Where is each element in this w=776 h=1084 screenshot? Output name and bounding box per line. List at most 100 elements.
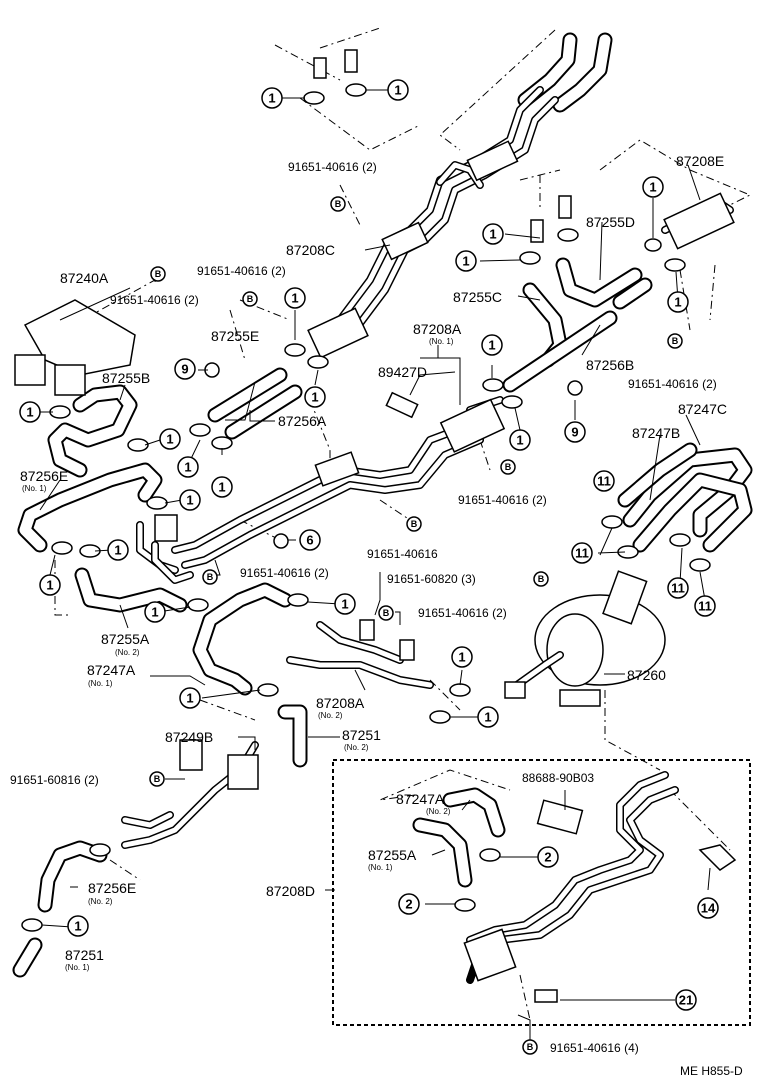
callout-6: 6 <box>299 529 321 551</box>
callout-1: 1 <box>179 489 201 511</box>
pump-connector <box>504 681 526 699</box>
label-87208A-no2-sub: (No. 2) <box>318 711 343 720</box>
bolt-b: B <box>150 266 166 282</box>
svg-text:2: 2 <box>405 897 412 912</box>
callout-1: 1 <box>19 401 41 423</box>
callout-1: 1 <box>211 476 233 498</box>
svg-text:21: 21 <box>679 993 693 1008</box>
valve-block <box>439 398 506 453</box>
label-87255B: 87255B <box>102 370 150 386</box>
box-87208D <box>332 759 751 1026</box>
svg-text:1: 1 <box>311 390 318 405</box>
svg-text:1: 1 <box>151 605 158 620</box>
label-87260: 87260 <box>627 667 666 683</box>
callout-1: 1 <box>107 539 129 561</box>
callout-1: 1 <box>455 250 477 272</box>
svg-text:1: 1 <box>488 338 495 353</box>
svg-text:1: 1 <box>458 650 465 665</box>
bolt-b: B <box>330 196 346 212</box>
label-87255A-no2-sub: (No. 2) <box>115 648 140 657</box>
valve-block <box>663 192 735 250</box>
label-87251-no1: 87251 <box>65 947 104 963</box>
svg-text:B: B <box>527 1042 534 1052</box>
water-valve-body <box>54 364 86 396</box>
callout-1: 1 <box>451 646 473 668</box>
label-87256E-no1: 87256E <box>20 468 68 484</box>
callout-1: 1 <box>482 223 504 245</box>
label-87251-no2-sub: (No. 2) <box>344 743 369 752</box>
callout-1: 1 <box>304 386 326 408</box>
callout-1: 1 <box>642 176 664 198</box>
plug <box>273 533 289 549</box>
callout-1: 1 <box>144 601 166 623</box>
bolt-b: B <box>667 333 683 349</box>
plug <box>567 380 583 396</box>
label-87249B: 87249B <box>165 729 213 745</box>
label-89427D: 89427D <box>378 364 427 380</box>
label-87208C: 87208C <box>286 242 335 258</box>
callout-14: 14 <box>697 897 719 919</box>
label-91651-40616-4: 91651-40616 (4) <box>550 1041 639 1055</box>
label-87251-no2: 87251 <box>342 727 381 743</box>
svg-text:1: 1 <box>46 578 53 593</box>
svg-text:1: 1 <box>394 83 401 98</box>
svg-text:B: B <box>411 519 418 529</box>
bolt-b: B <box>149 771 165 787</box>
label-87240A: 87240A <box>60 270 109 286</box>
bolt-b: B <box>500 459 516 475</box>
svg-text:1: 1 <box>516 433 523 448</box>
label-87208D: 87208D <box>266 883 315 899</box>
label-91651-40616-2: 91651-40616 (2) <box>418 606 507 620</box>
svg-text:1: 1 <box>186 691 193 706</box>
label-87256E-no2: 87256E <box>88 880 136 896</box>
pipe-stub <box>344 49 358 73</box>
pipe-bracket <box>359 619 375 641</box>
label-87255D: 87255D <box>586 214 635 230</box>
pipe-stub <box>313 57 327 79</box>
svg-text:B: B <box>207 572 214 582</box>
bolt-b: B <box>533 571 549 587</box>
label-87255E: 87255E <box>211 328 259 344</box>
pipe-bracket <box>399 639 415 661</box>
callout-11: 11 <box>694 595 716 617</box>
svg-text:11: 11 <box>671 581 685 596</box>
label-91651-40616-2: 91651-40616 (2) <box>628 377 717 391</box>
svg-text:9: 9 <box>181 362 188 377</box>
svg-text:1: 1 <box>484 710 491 725</box>
callout-11: 11 <box>667 577 689 599</box>
label-87255C: 87255C <box>453 289 502 305</box>
pipe-stub <box>530 219 544 243</box>
svg-text:B: B <box>672 336 679 346</box>
callout-2: 2 <box>398 893 420 915</box>
callout-2: 2 <box>537 846 559 868</box>
callout-11: 11 <box>593 470 615 492</box>
bolt-b: B <box>522 1039 538 1055</box>
label-91651-40616-2: 91651-40616 (2) <box>197 264 286 278</box>
callout-9: 9 <box>174 358 196 380</box>
svg-text:B: B <box>155 269 162 279</box>
callout-1: 1 <box>284 287 306 309</box>
svg-text:11: 11 <box>698 599 712 614</box>
bolt-b: B <box>378 605 394 621</box>
label-91651-40616-2: 91651-40616 (2) <box>110 293 199 307</box>
bolt-b: B <box>242 291 258 307</box>
svg-text:1: 1 <box>489 227 496 242</box>
label-88688-90B03: 88688-90B03 <box>522 771 594 785</box>
label-87255A-no1: 87255A <box>368 847 417 863</box>
callout-11: 11 <box>571 542 593 564</box>
svg-text:2: 2 <box>544 850 551 865</box>
label-87208A-no1: 87208A <box>413 321 462 337</box>
callout-1: 1 <box>477 706 499 728</box>
label-91651-40616-2: 91651-40616 (2) <box>240 566 329 580</box>
callout-1: 1 <box>179 687 201 709</box>
svg-text:6: 6 <box>306 533 313 548</box>
svg-text:11: 11 <box>597 474 611 489</box>
clip-21 <box>534 989 558 1003</box>
svg-text:B: B <box>247 294 254 304</box>
svg-text:14: 14 <box>701 901 716 916</box>
bolt-b: B <box>202 569 218 585</box>
label-91651-40616-2: 91651-40616 (2) <box>288 160 377 174</box>
pipe-bracket <box>179 739 203 771</box>
label-91651-60820-3: 91651-60820 (3) <box>387 572 476 586</box>
